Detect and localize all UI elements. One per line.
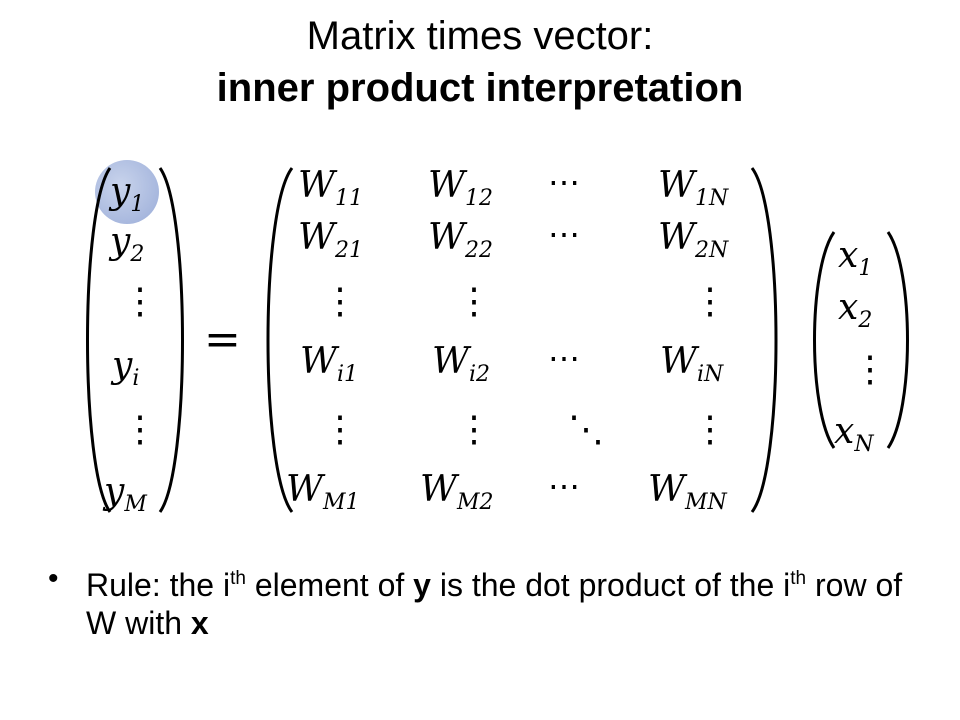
w-2-N: W2N <box>658 217 729 264</box>
w-i-cdots: ⋯ <box>548 339 584 377</box>
w-3-1-vdots: ⋮ <box>322 281 358 322</box>
equals-sign: = <box>204 314 241 365</box>
rule-bullet: • Rule: the ith element of y is the dot … <box>48 560 928 642</box>
w-3-N-vdots: ⋮ <box>692 281 728 322</box>
y1-highlight-circle <box>95 160 159 224</box>
slide-title: Matrix times vector: inner product inter… <box>0 10 960 114</box>
y-left-paren <box>86 167 112 513</box>
w-M-cdots: ⋯ <box>548 467 584 505</box>
w-5-1-vdots: ⋮ <box>322 409 358 450</box>
w-1-N: W1N <box>658 165 729 212</box>
w-i-2: Wi2 <box>432 341 491 388</box>
w-right-paren <box>750 167 778 513</box>
w-5-ddots: ⋱ <box>568 409 604 450</box>
w-1-2: W12 <box>428 165 494 212</box>
x-left-paren <box>813 231 836 449</box>
title-line-2: inner product interpretation <box>216 66 744 110</box>
w-i-1: Wi1 <box>300 341 359 388</box>
x-2: x2 <box>838 287 873 334</box>
y-i: yi <box>112 345 140 392</box>
w-2-1: W21 <box>298 217 364 264</box>
w-M-N: WMN <box>648 469 727 516</box>
rule-text: Rule: the ith element of y is the dot pr… <box>86 567 903 641</box>
x-1: x1 <box>838 235 873 282</box>
w-5-N-vdots: ⋮ <box>692 409 728 450</box>
w-left-paren <box>266 167 294 513</box>
x-right-paren <box>886 231 909 449</box>
y-right-paren <box>158 167 184 513</box>
w-M-2: WM2 <box>420 469 494 516</box>
y-M: yM <box>104 471 147 518</box>
w-M-1: WM1 <box>286 469 360 516</box>
bullet-dot: • <box>48 562 59 595</box>
y-vdots-1: ⋮ <box>122 281 158 322</box>
w-i-N: WiN <box>660 341 724 388</box>
w-5-2-vdots: ⋮ <box>456 409 492 450</box>
w-3-2-vdots: ⋮ <box>456 281 492 322</box>
y-vdots-2: ⋮ <box>122 409 158 450</box>
title-line-1: Matrix times vector: <box>306 14 654 58</box>
w-2-2: W22 <box>428 217 494 264</box>
w-1-cdots: ⋯ <box>548 163 584 201</box>
w-2-cdots: ⋯ <box>548 215 584 253</box>
y-2: y2 <box>110 221 145 268</box>
w-1-1: W11 <box>298 165 364 212</box>
x-N: xN <box>834 411 874 458</box>
y-1: y1 <box>110 171 145 218</box>
x-vdots: ⋮ <box>852 349 888 390</box>
